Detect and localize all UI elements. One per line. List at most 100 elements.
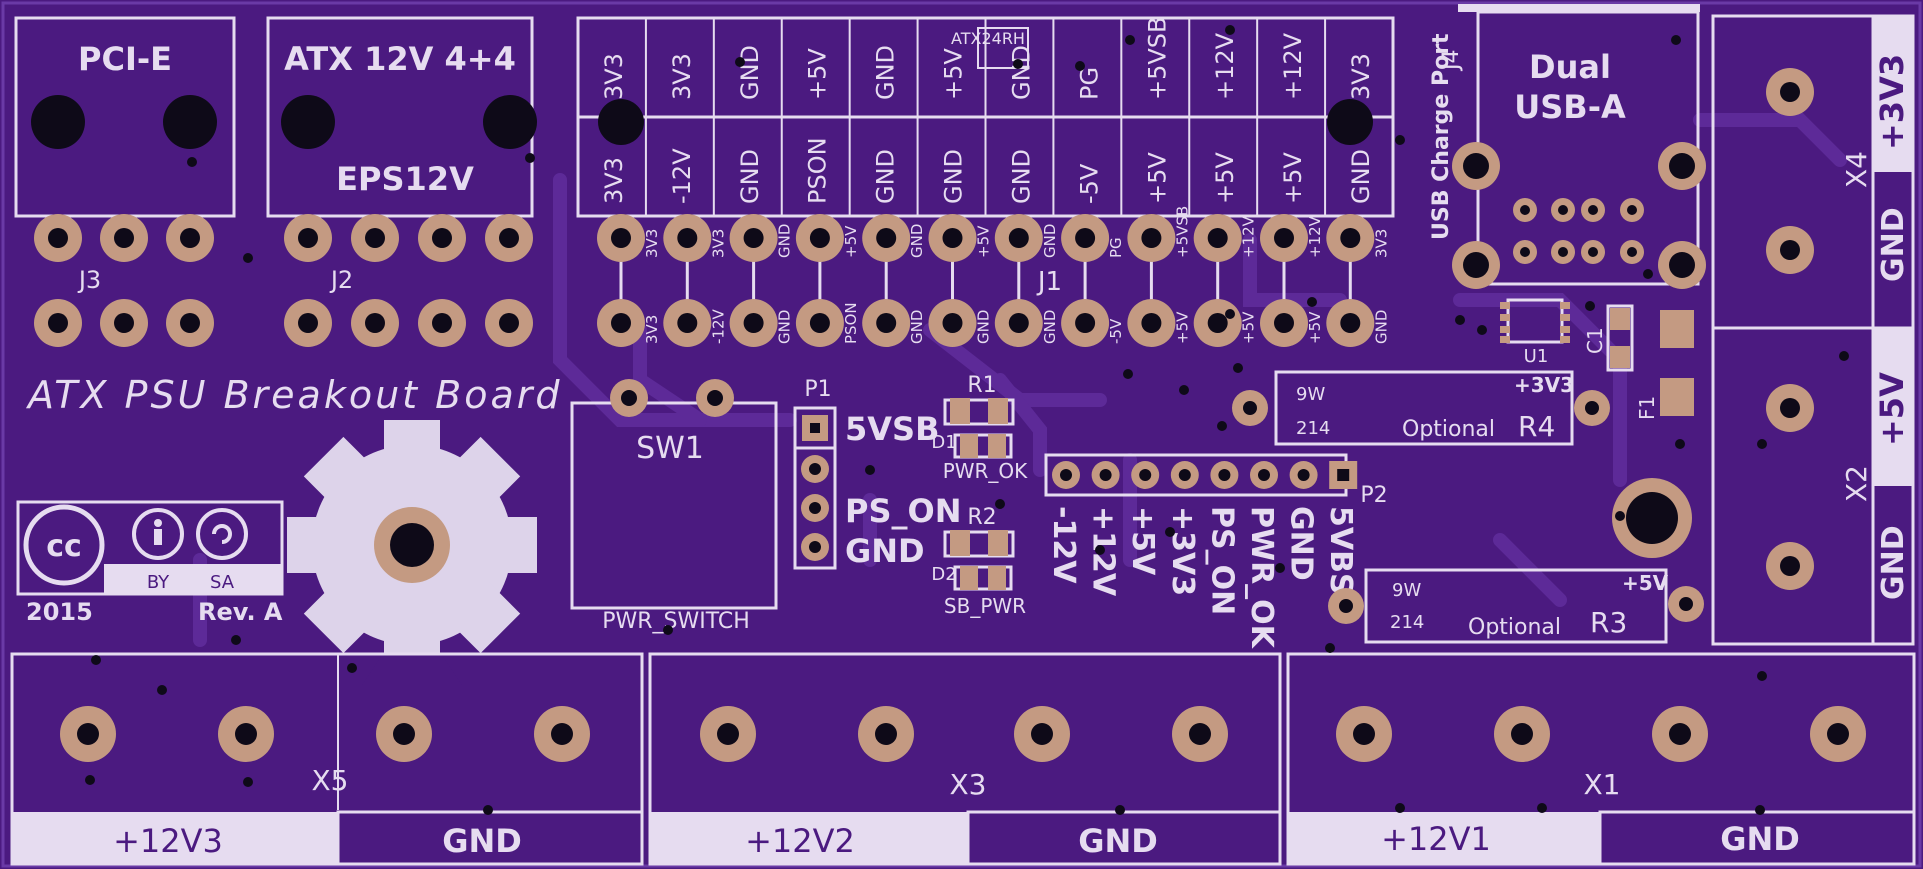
x2-top-label: +5V: [1873, 372, 1911, 446]
atx24-pin-label: +5V: [1240, 311, 1258, 344]
x4-top-label: +3V3: [1873, 54, 1911, 150]
atx24-top-label: GND: [872, 45, 900, 100]
ref-x3: X3: [950, 768, 987, 801]
atx24-top-label: 3V3: [600, 53, 628, 100]
p1-pin-ps-on: PS_ON: [845, 492, 961, 530]
ref-x1: X1: [1584, 768, 1621, 801]
ref-f1: F1: [1635, 396, 1659, 420]
atx24-bottom-label: +5V: [1143, 152, 1171, 204]
c1-cap: C1: [1583, 304, 1634, 372]
p2-pin-label: -12V: [1046, 506, 1081, 584]
atx24-pin-label: 3V3: [643, 229, 661, 258]
x1-left-label: +12V1: [1381, 820, 1491, 858]
ref-u1: U1: [1524, 346, 1549, 367]
atx24-top-label: PG: [1075, 67, 1103, 100]
p2-pin-label: PS_ON: [1204, 506, 1239, 615]
by-label: BY: [147, 572, 170, 593]
atx24-pin-label: 3V3: [1372, 229, 1390, 258]
ref-d2: D2: [931, 564, 956, 585]
ref-r2: R2: [967, 505, 996, 530]
cc-icon: cc: [46, 529, 82, 564]
atx24-pin-label: 3V3: [709, 229, 727, 258]
atx24-pin-label: PSON: [842, 302, 860, 344]
atx24-bottom-label: GND: [872, 149, 900, 204]
sa-label: SA: [210, 572, 235, 593]
atx24-bottom-label: +5V: [1211, 152, 1239, 204]
x3-left-label: +12V2: [745, 822, 855, 860]
usb-label-1: Dual: [1529, 48, 1611, 86]
vias: [85, 25, 1849, 815]
x5-right-label: GND: [442, 822, 522, 860]
eps12v-label: EPS12V: [336, 160, 474, 198]
atx24-pin-label: +5V: [975, 225, 993, 258]
year-label: 2015: [26, 598, 93, 626]
ref-c1: C1: [1583, 327, 1607, 354]
ref-j2: J2: [329, 266, 353, 294]
atx24-bottom-label: GND: [736, 149, 764, 204]
atx24-pin-label: -12V: [709, 309, 727, 344]
f1-fuse: F1: [1635, 310, 1694, 420]
atx24-pin-label: -5V: [1107, 318, 1125, 344]
p1-header: P1 5VSB PS_ON GND: [793, 377, 961, 570]
terminal-x1: X1 +12V1 GND: [1286, 652, 1916, 866]
atx24-bottom-label: PSON: [804, 137, 832, 204]
atx24-top-label: +12V: [1211, 32, 1239, 100]
atx24-pin-label: 3V3: [643, 315, 661, 344]
usb-side-label: USB Charge Port: [1429, 33, 1454, 240]
terminal-x5: X5 +12V3 GND: [10, 652, 644, 866]
r3-power: 9W: [1392, 580, 1421, 601]
sa-icon: [196, 508, 248, 560]
board-title: ATX PSU Breakout Board: [25, 373, 563, 417]
atx24-pin-label: GND: [908, 310, 926, 344]
ref-r3: R3: [1590, 606, 1627, 639]
ref-r1: R1: [967, 373, 996, 398]
oshw-gear-icon: [287, 420, 537, 685]
x4-bottom-label: GND: [1876, 207, 1911, 282]
ref-x4: X4: [1840, 151, 1873, 188]
p2-pin-label: GND: [1284, 506, 1319, 581]
atx24-top-label: GND: [736, 45, 764, 100]
ref-d1: D1: [931, 432, 956, 453]
atx24-top-label: +5VSB: [1143, 17, 1171, 101]
atx24-pin-label: GND: [776, 224, 794, 258]
p2-pin-label: 5VBS: [1323, 506, 1358, 595]
atx24-top-label: GND: [1007, 45, 1035, 100]
atx12v-connector: ATX 12V 4+4 EPS12V: [266, 16, 537, 218]
atx24-bottom-label: GND: [940, 149, 968, 204]
p1-pin-gnd: GND: [845, 532, 925, 570]
ref-p2: P2: [1360, 483, 1387, 508]
atx24-pin-label: +5V: [842, 225, 860, 258]
ref-r4: R4: [1518, 410, 1555, 443]
atx24-pin-label: GND: [1041, 224, 1059, 258]
r4-value: 214: [1296, 418, 1330, 439]
atx24-pin-label: +12V: [1306, 215, 1324, 258]
atx24-top-label: +5V: [940, 48, 968, 100]
atx24-pin-label: GND: [1372, 310, 1390, 344]
revision-label: Rev. A: [198, 598, 283, 626]
ref-p1: P1: [804, 377, 831, 402]
ref-sw1: SW1: [636, 431, 704, 466]
atx24-pin-label: +5V: [1173, 311, 1191, 344]
atx24-top-label: 3V3: [668, 53, 696, 100]
r3-value: 214: [1390, 612, 1424, 633]
atx24-bottom-label: +5V: [1279, 152, 1307, 204]
atx24-pin-label: GND: [908, 224, 926, 258]
pcie-pins: [34, 214, 214, 347]
atx24-pin-label: GND: [776, 310, 794, 344]
atx24-bottom-label: 3V3: [600, 157, 628, 204]
p1-pin-5vsb: 5VSB: [845, 410, 939, 448]
usb-port: Dual USB-A USB Charge Port J4: [1429, 4, 1706, 289]
atx24-pin-label: +12V: [1240, 215, 1258, 258]
d1-label: PWR_OK: [943, 459, 1028, 483]
x3-right-label: GND: [1078, 822, 1158, 860]
atx24-pin-label: GND: [975, 310, 993, 344]
by-icon: [132, 508, 184, 560]
atx24-pin-label: +5V: [1306, 311, 1324, 344]
license-badge: cc BY SA: [16, 500, 284, 596]
power-switch: SW1 PWR_SWITCH: [570, 379, 778, 634]
led-sb-pwr: R2 D2 SB_PWR: [931, 505, 1026, 618]
atx24-top-label: +5V: [804, 48, 832, 100]
